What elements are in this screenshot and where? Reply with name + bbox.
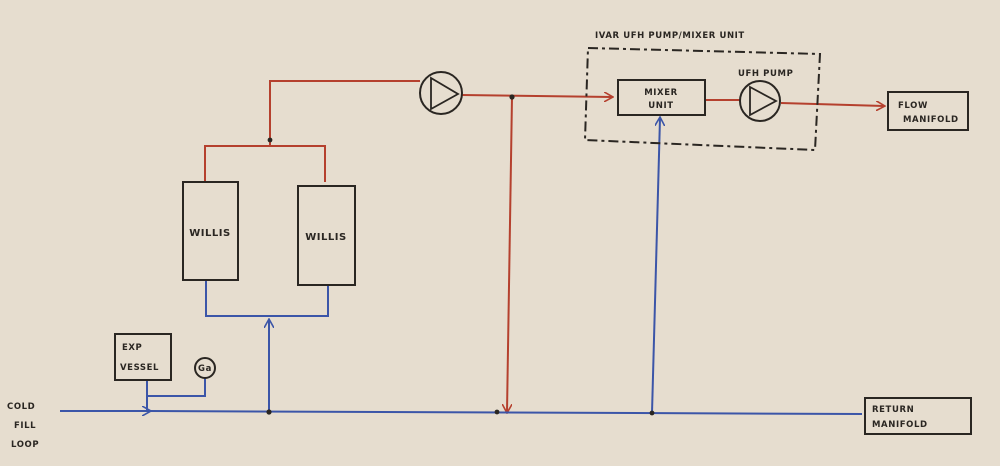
gauge-connection (147, 378, 206, 397)
expansion-vessel-box (114, 333, 172, 381)
main-pump (419, 71, 463, 115)
boiler-right-label: WILLIS (305, 232, 346, 243)
boiler-left: WILLIS (182, 181, 239, 281)
ivar-unit-enclosure: IVAR UFH PUMP/MIXER UNIT (583, 31, 822, 152)
expansion-vessel: EXP VESSEL (114, 333, 172, 381)
flow-manifold-box (887, 91, 969, 131)
flow-to-mixer (461, 95, 612, 97)
ivar-unit-title: IVAR UFH PUMP/MIXER UNIT (595, 31, 745, 41)
ufh-pump-label: UFH PUMP (738, 69, 793, 79)
cold-fill-label-3: LOOP (11, 440, 39, 450)
flow-manifold-label-2: MANIFOLD (903, 115, 959, 125)
junction-dots (266, 94, 655, 416)
boiler-right-box (297, 185, 356, 286)
cold-fill-label-2: FILL (14, 421, 36, 431)
pump-icon (430, 76, 460, 111)
boiler-flow-riser (269, 80, 420, 140)
flow-manifold: FLOW MANIFOLD (887, 91, 969, 131)
ufh-pump-circle (739, 80, 781, 122)
boiler-left-label: WILLIS (189, 228, 230, 239)
boiler-return-header (205, 280, 329, 317)
mixer-unit: MIXER UNIT (617, 79, 706, 116)
junction-dot (509, 94, 515, 100)
flow-manifold-label-1: FLOW (898, 101, 928, 111)
boiler-left-box (182, 181, 239, 281)
expansion-vessel-label-1: EXP (122, 343, 142, 353)
boiler-right: WILLIS (297, 185, 356, 286)
pressure-gauge: Ga (194, 357, 216, 379)
return-manifold-label-2: MANIFOLD (872, 420, 928, 430)
return-manifold: RETURN MANIFOLD (864, 397, 972, 435)
junction-dot (649, 410, 655, 416)
gauge-label: Ga (198, 364, 212, 374)
junction-dot (494, 409, 500, 415)
ivar-unit-boundary (583, 46, 822, 152)
junction-dot (267, 137, 273, 143)
mixer-unit-label-2: UNIT (648, 101, 673, 111)
mixer-unit-label-1: MIXER (644, 88, 678, 98)
bypass-drop (507, 96, 513, 412)
gauge-icon (194, 357, 216, 379)
mixer-unit-box (617, 79, 706, 116)
junction-dot (266, 409, 272, 415)
cold-fill-label-1: COLD (7, 402, 35, 412)
expansion-vessel-label-2: VESSEL (120, 363, 159, 373)
main-pump-circle (419, 71, 463, 115)
pump-icon (749, 85, 778, 117)
return-manifold-label-1: RETURN (872, 405, 914, 415)
return-manifold-box (864, 397, 972, 435)
cold-fill-loop-label: COLD FILL LOOP (7, 402, 39, 450)
ufh-pump: UFH PUMP (738, 69, 793, 122)
pump-to-flow-manifold (780, 103, 884, 106)
return-to-mixer (651, 118, 660, 414)
